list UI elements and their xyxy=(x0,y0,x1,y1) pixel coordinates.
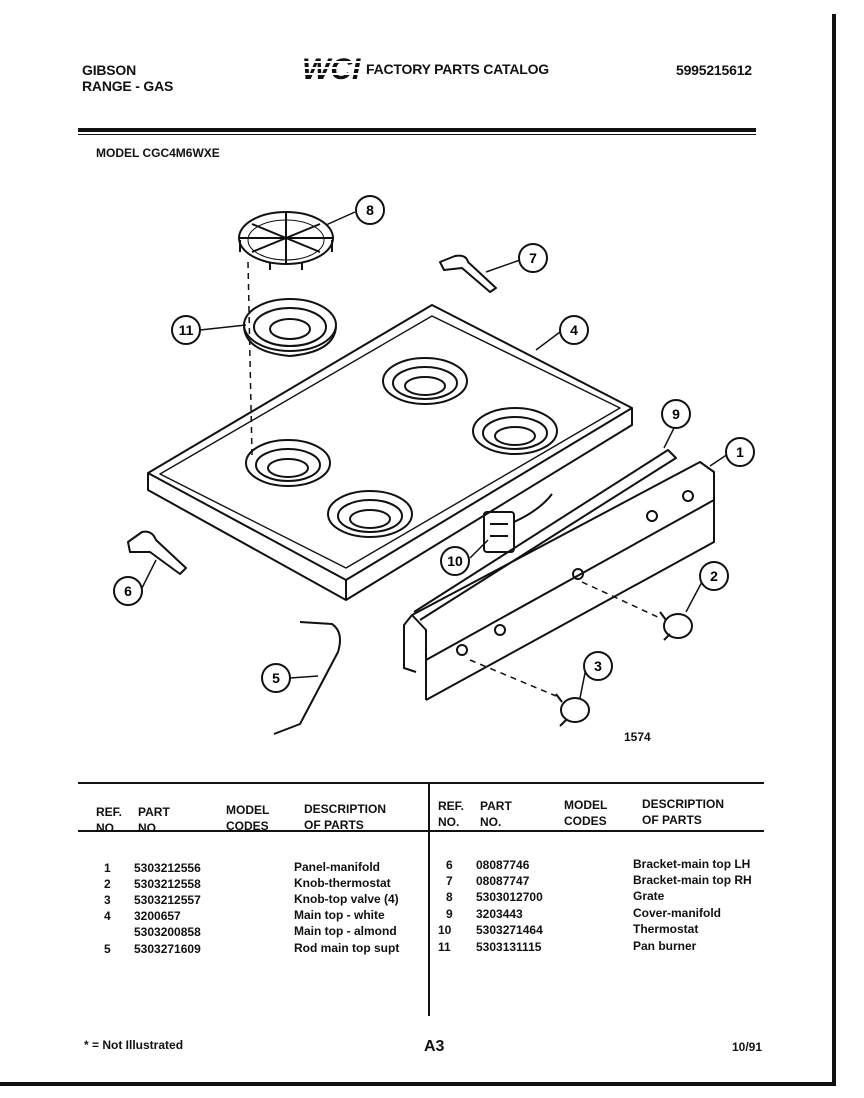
part-description: Grate xyxy=(633,889,665,903)
svg-text:7: 7 xyxy=(529,250,537,266)
header-model-codes: MODEL CODES xyxy=(564,798,608,828)
wci-logo: WCI xyxy=(300,54,362,84)
svg-text:8: 8 xyxy=(366,202,374,218)
part-no: 5303012700 xyxy=(476,890,543,904)
bracket-lh-part xyxy=(127,530,187,575)
burner-openings xyxy=(245,357,558,538)
part-no: 5303271609 xyxy=(134,942,201,956)
page-number: A3 xyxy=(424,1038,445,1055)
callout-3: 3 xyxy=(583,651,613,681)
callout-7: 7 xyxy=(518,243,548,273)
part-no: 08087747 xyxy=(476,874,530,888)
bracket-rh-part xyxy=(439,254,497,293)
knob-thermostat-part xyxy=(581,581,693,641)
callout-8: 8 xyxy=(355,195,385,225)
table-column-divider xyxy=(428,784,430,1016)
ref-no: 11 xyxy=(438,940,451,954)
header-rule-thin xyxy=(78,134,756,135)
appliance-type: RANGE - GAS xyxy=(82,78,174,94)
ref-no: 9 xyxy=(446,907,453,921)
part-no: 5303212558 xyxy=(134,877,201,891)
callout-6: 6 xyxy=(113,576,143,606)
svg-text:9: 9 xyxy=(672,406,680,422)
svg-text:1: 1 xyxy=(736,444,744,460)
part-description: Knob-top valve (4) xyxy=(294,892,399,906)
ref-no: 8 xyxy=(446,890,453,904)
part-no: 5303200858 xyxy=(134,925,201,939)
svg-text:4: 4 xyxy=(570,322,578,338)
part-description: Thermostat xyxy=(633,922,699,936)
callout-4: 4 xyxy=(559,315,589,345)
part-description: Rod main top supt xyxy=(294,941,400,955)
ref-no: 5 xyxy=(104,942,111,956)
part-description: Main top - almond xyxy=(294,924,397,938)
main-top-part xyxy=(147,304,633,601)
header-part-no: PART NO. xyxy=(480,799,512,829)
catalog-number: 5995215612 xyxy=(676,62,752,78)
svg-text:6: 6 xyxy=(124,583,132,599)
callout-1: 1 xyxy=(725,437,755,467)
page-border-bottom xyxy=(0,1082,836,1086)
rod-support-part xyxy=(273,621,341,735)
part-no: 5303271464 xyxy=(476,923,543,937)
figure-number: 1574 xyxy=(624,730,651,744)
header-ref-no: REF. NO. xyxy=(96,805,123,835)
header-part-no: PART NO. xyxy=(138,805,170,835)
catalog-title: FACTORY PARTS CATALOG xyxy=(366,61,549,77)
thermostat-part xyxy=(483,493,553,553)
callout-9: 9 xyxy=(661,399,691,429)
not-illustrated-note: * = Not Illustrated xyxy=(84,1038,184,1052)
part-no: 3203443 xyxy=(476,907,523,921)
part-description: Pan burner xyxy=(633,939,697,953)
part-no: 08087746 xyxy=(476,858,530,872)
revision-date: 10/91 xyxy=(732,1040,763,1054)
callout-5: 5 xyxy=(261,663,291,693)
ref-no: 7 xyxy=(446,874,453,888)
header-ref-no: REF. NO. xyxy=(438,799,465,829)
callout-2: 2 xyxy=(699,561,729,591)
callout-11: 11 xyxy=(171,315,201,345)
part-description: Main top - white xyxy=(294,908,385,922)
brand-name: GIBSON xyxy=(82,62,137,78)
table-rule-top xyxy=(78,782,764,784)
part-no: 5303212557 xyxy=(134,893,201,907)
ref-no: 2 xyxy=(104,877,111,891)
callout-leaders xyxy=(141,211,729,699)
ref-no: 3 xyxy=(104,893,111,907)
header-description: DESCRIPTION OF PARTS xyxy=(642,797,725,827)
callout-10: 10 xyxy=(440,546,470,576)
part-description: Panel-manifold xyxy=(294,860,381,874)
pan-burner-part xyxy=(243,298,337,357)
ref-no: 10 xyxy=(438,923,452,937)
part-no: 5303212556 xyxy=(134,861,201,875)
model-number: MODEL CGC4M6WXE xyxy=(96,146,220,160)
part-no: 5303131115 xyxy=(476,940,542,954)
svg-text:10: 10 xyxy=(447,553,463,569)
header-rule xyxy=(78,128,756,132)
part-description: Bracket-main top RH xyxy=(633,873,752,887)
ref-no: 1 xyxy=(104,861,111,875)
page-border-right xyxy=(832,14,836,1086)
manifold-panel-part xyxy=(403,461,715,701)
exploded-parts-diagram: 1 2 3 4 5 6 7 8 9 10 11 xyxy=(113,195,755,735)
header-description: DESCRIPTION OF PARTS xyxy=(304,802,387,832)
knob-top-valve-part xyxy=(469,659,590,727)
svg-text:5: 5 xyxy=(272,670,280,686)
part-description: Cover-manifold xyxy=(633,906,722,920)
svg-text:2: 2 xyxy=(710,568,718,584)
svg-text:3: 3 xyxy=(594,658,602,674)
ref-no: 6 xyxy=(446,858,453,872)
svg-text:11: 11 xyxy=(179,322,194,338)
grate-part xyxy=(238,211,334,270)
cover-manifold-part xyxy=(413,449,677,621)
table-rule-header xyxy=(78,830,764,832)
ref-no: 4 xyxy=(104,909,111,923)
header-model-codes: MODEL CODES xyxy=(226,803,270,833)
part-no: 3200657 xyxy=(134,909,181,923)
part-description: Bracket-main top LH xyxy=(633,857,751,871)
part-description: Knob-thermostat xyxy=(294,876,391,890)
